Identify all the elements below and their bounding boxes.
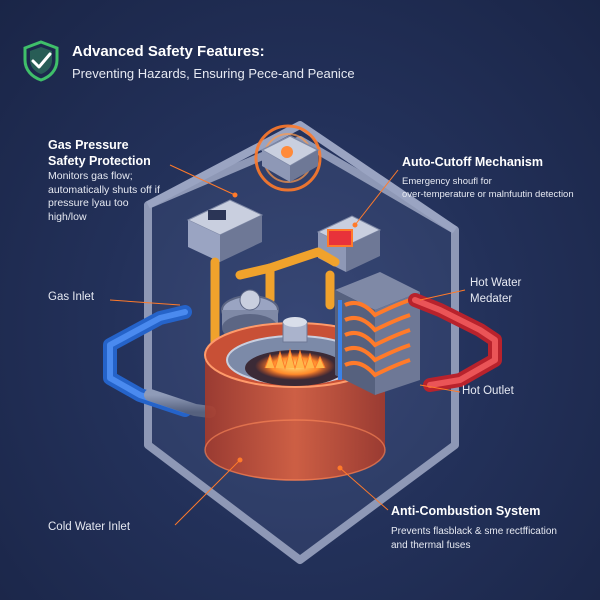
heat-exchanger xyxy=(335,272,420,395)
gas-pressure-title-line2: Safety Protection xyxy=(48,154,151,168)
gas-pressure-desc-line: Monitors gas flow; xyxy=(48,170,133,182)
anti-combustion-title: Anti-Combustion System xyxy=(391,504,541,518)
hot-water-label-line1: Hot Water xyxy=(470,277,522,289)
gas-pressure-description: Monitors gas flow; automatically shuts o… xyxy=(48,170,160,224)
gas-inlet-label: Gas Inlet xyxy=(48,291,95,303)
gas-pressure-title-line1: Gas Pressure xyxy=(48,138,129,152)
gas-pressure-title: Gas Pressure Safety Protection xyxy=(48,137,151,169)
cold-water-inlet-label: Cold Water Inlet xyxy=(48,521,131,533)
gas-pressure-box xyxy=(186,199,264,262)
gas-pressure-desc-line: pressure lyau too xyxy=(48,197,129,209)
anti-combustion-description: Prevents flasblack & sme rectffication a… xyxy=(391,525,557,553)
auto-cutoff-desc-line: over-temperature or malnfuutin detection xyxy=(402,188,574,200)
gas-pipe xyxy=(210,247,340,350)
anti-combustion-desc-line: Prevents flasblack & sme rectffication xyxy=(391,526,557,537)
auto-cutoff-title: Auto-Cutoff Mechanism xyxy=(402,155,543,169)
gas-pressure-desc-line: high/low xyxy=(48,210,87,223)
gas-pressure-desc-line: automatically shuts off if xyxy=(48,183,160,196)
page-title: Advanced Safety Features: xyxy=(72,43,265,60)
hot-water-label-line2: Medater xyxy=(470,293,513,305)
auto-cutoff-desc-line: Emergency shoufl for xyxy=(402,176,492,187)
page-subtitle: Preventing Hazards, Ensuring Pece-and Pe… xyxy=(72,66,355,81)
pressure-sensor-top xyxy=(254,124,322,192)
auto-cutoff-box xyxy=(316,215,382,272)
shield-check-icon xyxy=(23,40,59,82)
hot-water-pipe xyxy=(389,293,502,392)
auto-cutoff-description: Emergency shoufl for over-temperature or… xyxy=(402,176,574,201)
hot-outlet-label: Hot Outlet xyxy=(462,385,514,397)
leader-lines xyxy=(109,164,466,526)
anti-combustion-desc-line: and thermal fuses xyxy=(391,540,471,551)
hot-water-label: Hot Water Medater xyxy=(470,275,521,307)
